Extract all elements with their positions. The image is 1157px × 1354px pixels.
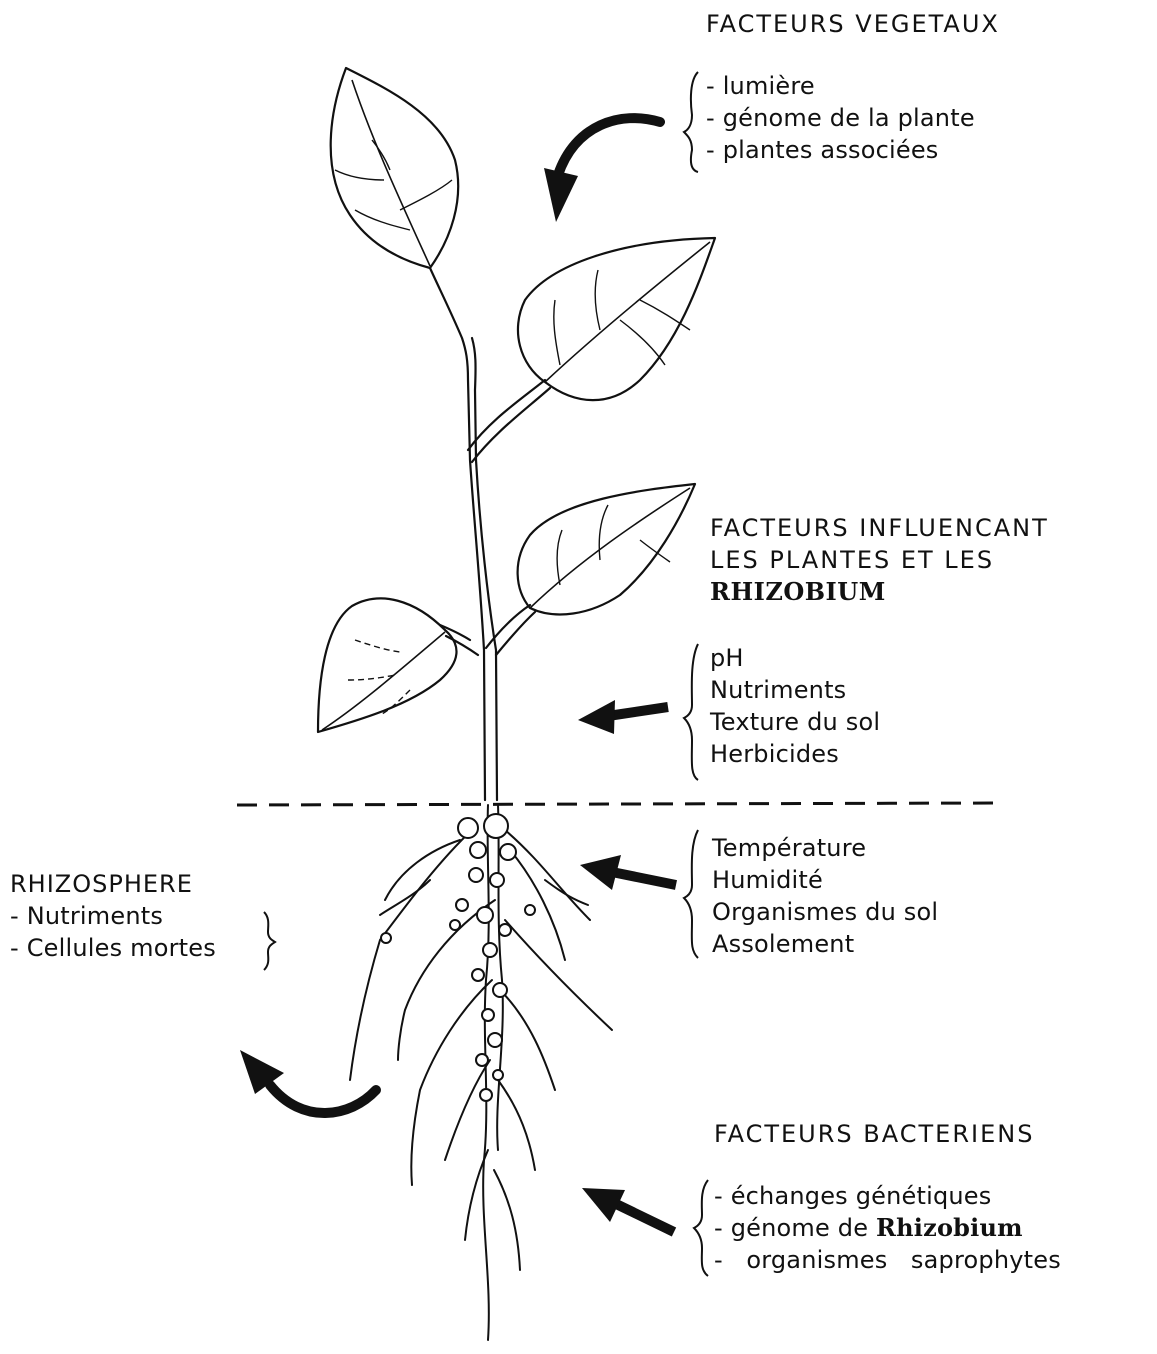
list-item: - lumière: [706, 70, 975, 102]
shared-factors-heading-line3: RHIZOBIUM: [710, 576, 886, 608]
list-item-prefix: - génome de: [714, 1214, 876, 1242]
list-item: - échanges génétiques: [714, 1180, 1061, 1212]
shared-factors-group-2: Température Humidité Organismes du sol A…: [712, 832, 938, 960]
brace-icon: [684, 830, 698, 958]
soil-surface-line: [237, 803, 1000, 805]
list-item: - génome de la plante: [706, 102, 975, 134]
list-item: - génome de Rhizobium: [714, 1212, 1061, 1244]
plant-factors-heading: FACTEURS VEGETAUX: [706, 8, 1000, 40]
list-item: Température: [712, 832, 938, 864]
brace-icon: [684, 644, 698, 780]
shared-factors-heading-line2: LES PLANTES ET LES: [710, 544, 994, 576]
list-item: Herbicides: [710, 738, 880, 770]
list-item: - plantes associées: [706, 134, 975, 166]
bacterial-factors-list: - échanges génétiques - génome de Rhizob…: [714, 1180, 1061, 1276]
rhizosphere-heading: RHIZOSPHERE: [10, 868, 193, 900]
list-item: Humidité: [712, 864, 938, 896]
list-item: - Nutriments: [10, 900, 216, 932]
brace-icon: [694, 1180, 708, 1276]
rhizobium-term: Rhizobium: [876, 1213, 1023, 1242]
straight-arrow-icon: [578, 700, 668, 734]
list-item: Texture du sol: [710, 706, 880, 738]
brace-icon: [264, 912, 275, 970]
shared-factors-heading-line1: FACTEURS INFLUENCANT: [710, 512, 1049, 544]
straight-arrow-icon: [582, 1188, 674, 1232]
curved-arrow-icon: [240, 1050, 376, 1113]
rhizosphere-list: - Nutriments - Cellules mortes: [10, 900, 216, 964]
list-item: Organismes du sol: [712, 896, 938, 928]
plant-roots: [350, 805, 612, 1340]
bacterial-factors-heading: FACTEURS BACTERIENS: [714, 1118, 1034, 1150]
list-item: Assolement: [712, 928, 938, 960]
list-item: Nutriments: [710, 674, 880, 706]
root-nodules: [381, 814, 535, 1101]
shared-factors-group-1: pH Nutriments Texture du sol Herbicides: [710, 642, 880, 770]
plant-factors-list: - lumière - génome de la plante - plante…: [706, 70, 975, 166]
brace-icon: [684, 72, 698, 172]
list-item: - organismes saprophytes: [714, 1244, 1061, 1276]
list-item: - Cellules mortes: [10, 932, 216, 964]
list-item: pH: [710, 642, 880, 674]
curved-arrow-icon: [544, 118, 660, 222]
straight-arrow-icon: [580, 855, 676, 890]
